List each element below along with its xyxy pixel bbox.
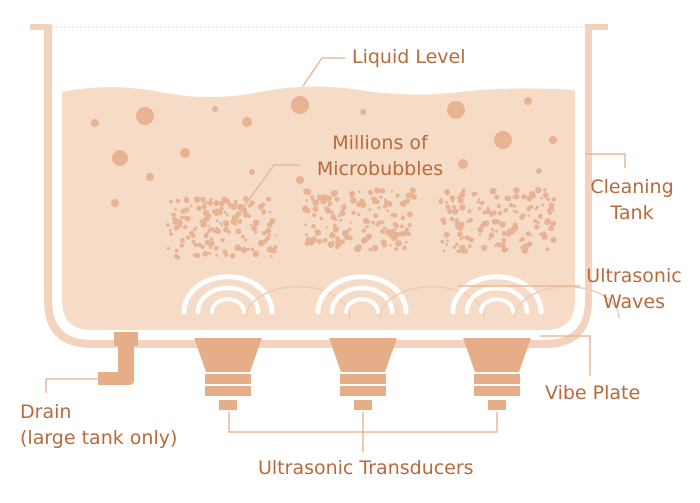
transducer-icon	[194, 338, 262, 410]
label-microbubbles-line2: Microbubbles	[316, 158, 444, 180]
label-ultrasonic-waves-line1: Ultrasonic	[586, 265, 682, 287]
drain-pipe	[98, 346, 134, 385]
microbubble-clusters	[166, 186, 557, 260]
wave-icon	[181, 274, 275, 315]
bubble-icon	[249, 169, 255, 175]
leader-cleaning-tank	[585, 153, 626, 168]
transducers	[194, 338, 531, 410]
bubble-icon	[212, 106, 218, 112]
bubble-icon	[494, 131, 512, 149]
microbubble-cluster-3	[438, 186, 557, 254]
leader-lines	[45, 57, 626, 452]
bubble-icon	[458, 159, 468, 169]
leader-vibe-plate	[540, 335, 591, 376]
transducer-icon	[329, 338, 397, 410]
bubble-icon	[296, 176, 304, 184]
microbubble-cluster-2	[301, 187, 417, 253]
leader-transducers	[228, 412, 498, 452]
floating-bubbles	[91, 96, 557, 207]
label-cleaning-tank: Cleaning Tank	[584, 174, 680, 226]
transducer-icon	[463, 338, 531, 410]
label-drain-line2: (large tank only)	[20, 427, 178, 449]
wave-icon	[315, 274, 409, 315]
label-microbubbles: Millions of Microbubbles	[310, 130, 450, 182]
leader-microbubbles	[239, 164, 300, 213]
label-ultrasonic-waves-line2: Waves	[602, 291, 666, 313]
ultrasonic-waves	[181, 274, 620, 319]
microbubble-cluster-1	[166, 196, 278, 260]
bubble-icon	[112, 150, 128, 166]
label-vibe-plate: Vibe Plate	[545, 382, 641, 404]
label-cleaning-tank-line2: Tank	[610, 202, 654, 224]
bubble-icon	[536, 168, 542, 174]
bubble-icon	[291, 96, 309, 114]
label-cleaning-tank-line1: Cleaning	[590, 176, 674, 198]
bubble-icon	[146, 173, 154, 181]
label-transducers: Ultrasonic Transducers	[258, 457, 474, 479]
bubble-icon	[136, 107, 154, 125]
leader-liquid-level	[302, 57, 345, 87]
bubble-icon	[91, 119, 99, 127]
bubble-icon	[549, 136, 557, 144]
bubble-icon	[180, 148, 190, 158]
bubble-icon	[242, 117, 252, 127]
bubble-icon	[524, 97, 532, 105]
bubble-icon	[360, 109, 366, 115]
label-drain: Drain (large tank only)	[20, 399, 177, 451]
bubble-icon	[447, 101, 465, 119]
label-liquid-level: Liquid Level	[352, 46, 466, 68]
drain-collar	[114, 332, 138, 346]
leader-drain	[45, 378, 98, 393]
wave-icon	[450, 274, 544, 315]
drain-pipe-icon	[98, 332, 138, 385]
label-ultrasonic-waves: Ultrasonic Waves	[584, 263, 684, 315]
liquid-body	[62, 86, 575, 330]
bubble-icon	[111, 199, 119, 207]
label-drain-line1: Drain	[20, 401, 72, 423]
label-microbubbles-line1: Millions of	[332, 132, 428, 154]
tank-icon	[30, 24, 608, 348]
